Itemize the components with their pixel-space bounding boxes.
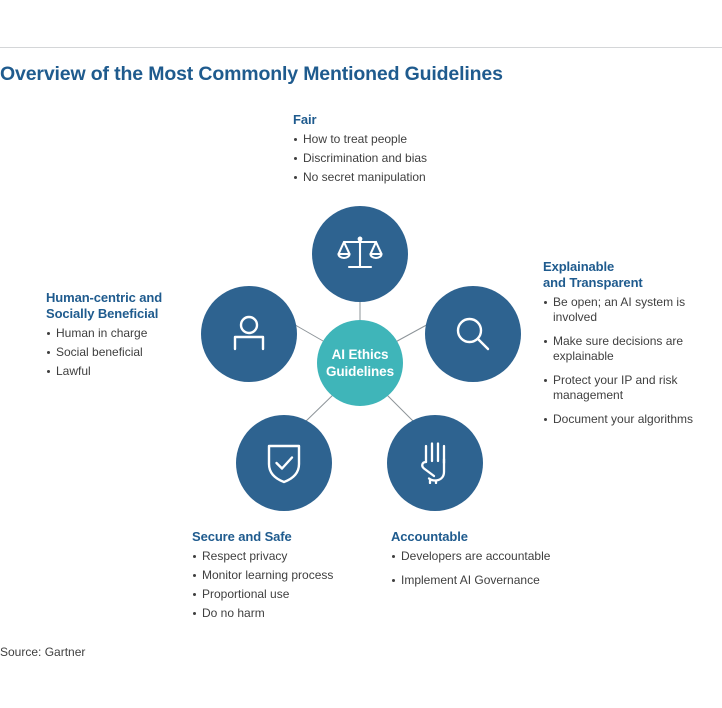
scales-of-justice-icon xyxy=(337,233,383,275)
text-block-secure-and-safe: Secure and Safe Respect privacy Monitor … xyxy=(192,529,372,625)
header-divider xyxy=(0,47,722,48)
list-item: How to treat people xyxy=(293,132,523,147)
magnifying-glass-icon xyxy=(453,314,493,354)
text-block-accountable: Accountable Developers are accountable I… xyxy=(391,529,551,597)
list-item: Make sure decisions are explainable xyxy=(543,334,718,364)
heading-line2: Socially Beneficial xyxy=(46,306,159,321)
bullet-list-accountable: Developers are accountable Implement AI … xyxy=(391,549,551,588)
heading-human-centric: Human-centric and Socially Beneficial xyxy=(46,290,216,322)
list-item: Implement AI Governance xyxy=(391,573,551,588)
text-block-human-centric: Human-centric and Socially Beneficial Hu… xyxy=(46,290,216,383)
hub-label: AI Ethics Guidelines xyxy=(326,346,394,380)
list-item: Lawful xyxy=(46,364,216,379)
heading-fair: Fair xyxy=(293,112,317,127)
node-circle-secure-and-safe[interactable] xyxy=(236,415,332,511)
node-circle-human-centric[interactable] xyxy=(201,286,297,382)
person-icon xyxy=(230,314,268,354)
connector-hub-to-secure xyxy=(302,391,337,425)
bullet-list-fair: How to treat people Discrimination and b… xyxy=(293,132,523,185)
list-item: Developers are accountable xyxy=(391,549,551,564)
list-item: No secret manipulation xyxy=(293,170,523,185)
text-block-explainable: Explainable and Transparent Be open; an … xyxy=(543,259,718,436)
hub-circle-ai-ethics-guidelines[interactable]: AI Ethics Guidelines xyxy=(317,320,403,406)
list-item: Do no harm xyxy=(192,606,372,621)
bullet-list-human-centric: Human in charge Social beneficial Lawful xyxy=(46,326,216,379)
list-item: Monitor learning process xyxy=(192,568,372,583)
heading-secure-and-safe: Secure and Safe xyxy=(192,529,292,544)
text-block-fair: Fair How to treat people Discrimination … xyxy=(293,112,523,189)
bullet-list-secure-and-safe: Respect privacy Monitor learning process… xyxy=(192,549,372,621)
bullet-list-explainable: Be open; an AI system is involved Make s… xyxy=(543,295,718,427)
node-circle-fair[interactable] xyxy=(312,206,408,302)
heading-explainable: Explainable and Transparent xyxy=(543,259,718,291)
list-item: Proportional use xyxy=(192,587,372,602)
list-item: Human in charge xyxy=(46,326,216,341)
heading-line1: Explainable xyxy=(543,259,615,274)
hub-label-line2: Guidelines xyxy=(325,364,395,379)
raised-hand-icon xyxy=(417,442,453,484)
shield-check-icon xyxy=(265,442,303,484)
heading-accountable: Accountable xyxy=(391,529,468,544)
source-label: Source: Gartner xyxy=(0,645,86,659)
list-item: Protect your IP and risk management xyxy=(543,373,718,403)
hub-label-line1: AI Ethics xyxy=(331,347,389,362)
node-circle-explainable[interactable] xyxy=(425,286,521,382)
list-item: Be open; an AI system is involved xyxy=(543,295,718,325)
node-circle-accountable[interactable] xyxy=(387,415,483,511)
heading-line2: and Transparent xyxy=(543,275,643,290)
connector-hub-to-accountable xyxy=(383,391,417,425)
list-item: Social beneficial xyxy=(46,345,216,360)
page-title: Overview of the Most Commonly Mentioned … xyxy=(0,63,503,85)
list-item: Document your algorithms xyxy=(543,412,718,427)
heading-line1: Human-centric and xyxy=(46,290,163,305)
list-item: Discrimination and bias xyxy=(293,151,523,166)
list-item: Respect privacy xyxy=(192,549,372,564)
